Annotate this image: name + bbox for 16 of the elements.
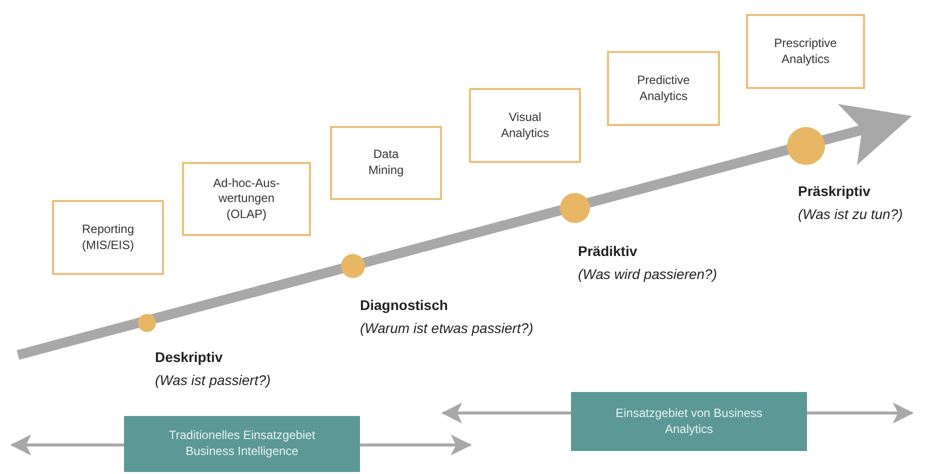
stage-title: Diagnostisch — [360, 297, 448, 313]
stage-question: (Warum ist etwas passiert?) — [360, 320, 534, 336]
stage-question: (Was ist zu tun?) — [798, 206, 903, 222]
scope-box: Einsatzgebiet von Business Analytics — [571, 392, 807, 451]
stage-title: Präskriptiv — [798, 183, 870, 199]
concept-box: Data Mining — [330, 126, 442, 200]
stage-title: Deskriptiv — [155, 349, 223, 365]
concept-box: Reporting (MIS/EIS) — [52, 200, 164, 275]
stage-question: (Was wird passieren?) — [578, 266, 718, 282]
concept-box: Prescriptive Analytics — [746, 14, 865, 89]
stage-question: (Was ist passiert?) — [155, 372, 271, 388]
stage-title: Prädiktiv — [578, 243, 638, 259]
concept-box: Visual Analytics — [469, 88, 581, 163]
concept-box: Predictive Analytics — [607, 51, 720, 126]
concept-box: Ad-hoc-Aus- wertungen (OLAP) — [182, 162, 311, 236]
scope-box: Traditionelles Einsatzgebiet Business Intelligence — [124, 416, 360, 472]
